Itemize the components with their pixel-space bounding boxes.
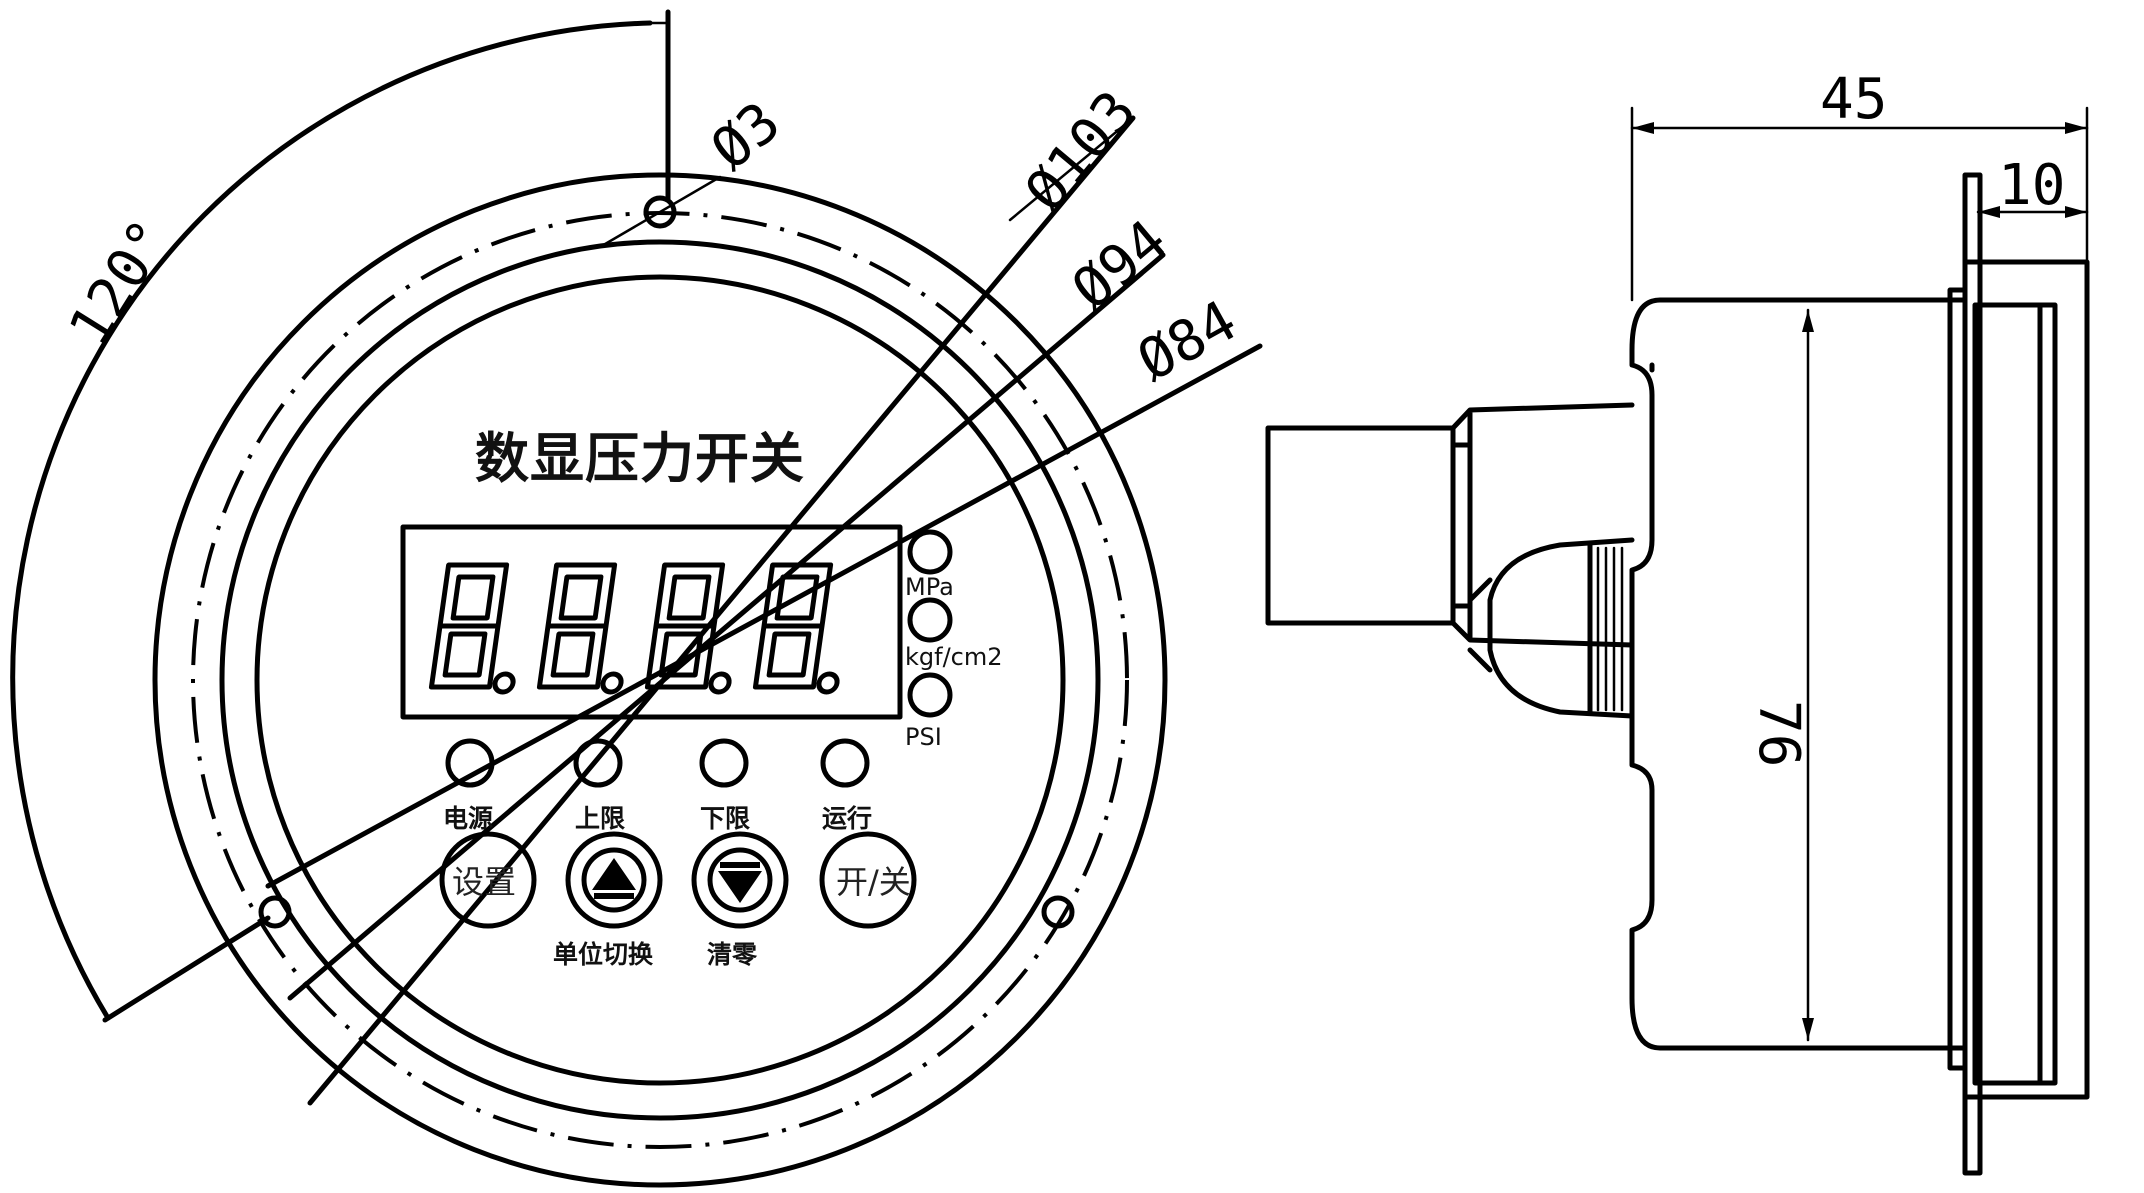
unit-indicators: MPa kgf/cm2 PSI bbox=[905, 529, 1003, 751]
decimal-point bbox=[708, 671, 732, 695]
display-digit bbox=[536, 562, 624, 695]
seven-segment-digits bbox=[428, 562, 840, 695]
unit-kgf: kgf/cm2 bbox=[905, 643, 1003, 671]
dim-body-height: 76 bbox=[1746, 700, 1811, 767]
unit-mpa: MPa bbox=[905, 573, 954, 601]
front-view: 120° Ø3 Ø103 Ø94 Ø84 数显压力开关 MPa kgf/cm2 … bbox=[10, 9, 1263, 1188]
inner-circle bbox=[254, 274, 1066, 1086]
dim-overall-depth: 45 bbox=[1820, 67, 1887, 132]
status-indicators: 电源 上限 下限 运行 bbox=[443, 738, 872, 833]
gland-knurling bbox=[1596, 546, 1624, 712]
svg-text:开/关: 开/关 bbox=[836, 863, 911, 901]
dim-phi103: Ø103 bbox=[1013, 79, 1149, 224]
indicator-power: 电源 bbox=[443, 804, 493, 833]
outer-circle bbox=[152, 172, 1168, 1188]
dim-120-degree: 120° bbox=[57, 209, 184, 358]
up-button[interactable] bbox=[565, 831, 663, 929]
display-digit bbox=[752, 562, 840, 695]
decimal-point bbox=[816, 671, 840, 695]
body-outline bbox=[1629, 297, 1968, 1051]
unit-psi: PSI bbox=[905, 723, 942, 751]
display-digit bbox=[428, 562, 516, 695]
middle-circle bbox=[219, 239, 1101, 1121]
leader-phi103 bbox=[307, 115, 1136, 1106]
gauge-title: 数显压力开关 bbox=[475, 427, 805, 490]
decimal-point bbox=[600, 671, 624, 695]
down-button[interactable] bbox=[691, 831, 789, 929]
dim-phi3: Ø3 bbox=[699, 90, 792, 183]
cable-gland bbox=[1487, 537, 1635, 719]
decimal-point bbox=[492, 671, 516, 695]
dim-phi94: Ø94 bbox=[1060, 208, 1179, 323]
threaded-port bbox=[1265, 425, 1456, 626]
set-button[interactable]: 设置 bbox=[439, 831, 537, 929]
dim-phi84: Ø84 bbox=[1127, 288, 1247, 394]
caption-unit-switch: 单位切换 bbox=[553, 940, 654, 969]
indicator-lower-limit: 下限 bbox=[700, 804, 750, 833]
svg-text:设置: 设置 bbox=[452, 863, 516, 901]
mounting-holes bbox=[258, 175, 1075, 929]
dim-flange-thickness: 10 bbox=[1998, 153, 2065, 218]
indicator-run: 运行 bbox=[822, 804, 872, 833]
flange bbox=[1962, 259, 2090, 1100]
down-arrow-icon bbox=[718, 871, 762, 903]
indicator-upper-limit: 上限 bbox=[575, 804, 625, 833]
up-arrow-icon bbox=[592, 858, 636, 890]
angle-arc bbox=[10, 20, 653, 1021]
caption-zero-reset: 清零 bbox=[707, 940, 758, 969]
digital-display bbox=[400, 524, 903, 720]
leader-phi94 bbox=[287, 252, 1166, 1001]
side-view: 45 10 76 bbox=[1265, 67, 2090, 1176]
display-digit bbox=[644, 562, 732, 695]
on-off-button[interactable]: 开/关 bbox=[819, 831, 917, 929]
